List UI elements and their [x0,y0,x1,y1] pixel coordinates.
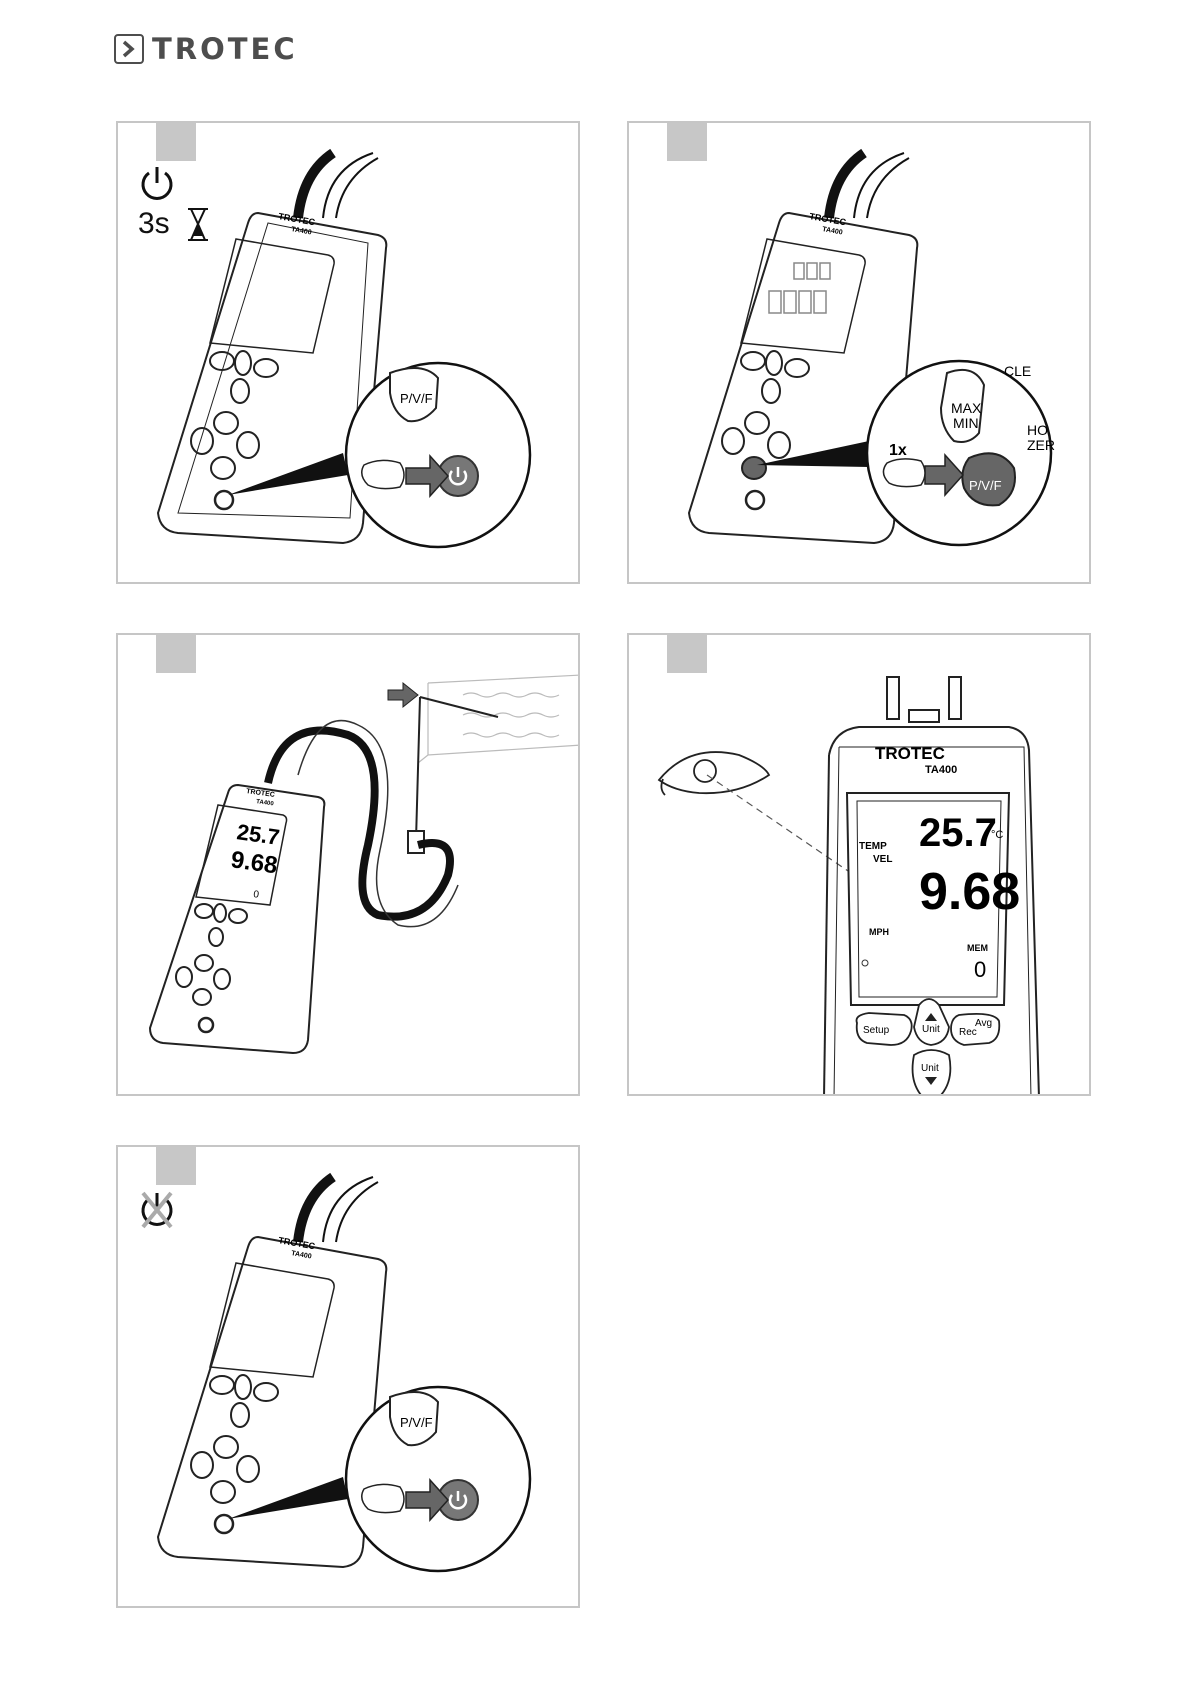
hourglass-icon [188,209,208,240]
pvf-button-label: P/V/F [969,478,1002,493]
step-panel-3: 25.7 9.68 0 TROTEC TA400 [116,633,580,1096]
mem-value: 0 [974,957,986,982]
power-icon [143,167,171,198]
step-panel-1: 3s TROTEC TA400 P/V/F [116,121,580,584]
device-illustration [158,213,386,543]
key-hold: HO [1027,422,1048,438]
temp-unit: °C [991,829,1003,841]
step-panel-2: TROTEC TA400 MAX MIN CLE HO ZER P/V/F 1x [627,121,1091,584]
avg-label: Avg [975,1018,992,1029]
pvf-button-label: P/V/F [400,391,433,406]
vel-label: VEL [873,854,892,865]
key-clear: CLE [1004,363,1031,379]
trotec-logo: TROTEC [114,34,298,64]
device-illustration [158,1237,386,1567]
key-zero: ZER [1027,437,1055,453]
pvf-button-label: P/V/F [400,1415,433,1430]
step-panel-5: TROTEC TA400 P/V/F [116,1145,580,1608]
setup-label: Setup [863,1025,890,1036]
device-model: TA400 [925,764,957,776]
key-min: MIN [953,415,979,431]
logo-chevron-icon [114,34,144,64]
air-duct [418,675,580,763]
mem-label: MEM [967,943,988,953]
device-brand: TROTEC [875,744,945,763]
temp-label: TEMP [859,841,887,852]
press-count: 1x [889,442,907,459]
lcd-temp: 25.7 [919,811,997,855]
duration-label: 3s [138,207,170,240]
finger-icon [883,459,925,487]
vel-unit: MPH [869,927,889,937]
lcd-vel: 9.68 [919,863,1020,921]
unit-up-label: Unit [922,1024,940,1035]
power-off-icon [143,1193,171,1227]
airflow-arrow-icon [388,683,418,707]
logo-text: TROTEC [152,35,298,64]
eye-icon [659,752,769,795]
finger-icon [362,460,404,488]
finger-icon [362,1484,404,1512]
unit-down-label: Unit [921,1063,939,1074]
step-panel-4: TROTEC TA400 TEMP VEL 25.7 °C 9.68 MPH M… [627,633,1091,1096]
key-max: MAX [951,400,982,416]
